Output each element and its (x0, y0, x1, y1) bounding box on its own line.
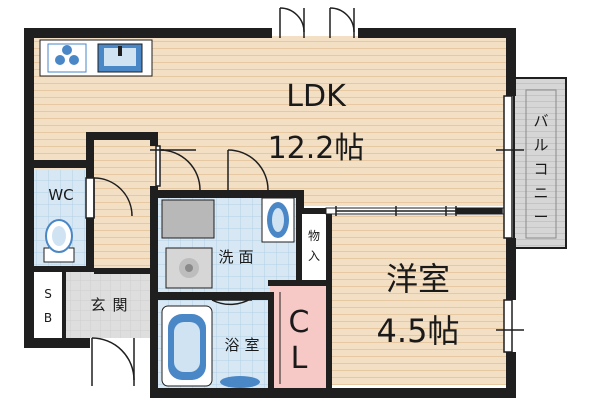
ldk-label: LDK (286, 79, 347, 114)
shoebox-char-2: B (44, 311, 52, 325)
balcony-char-5: ー (533, 208, 548, 226)
bath-char-1: 浴 (224, 336, 239, 354)
washroom-char-1: 洗 (218, 248, 233, 266)
shoebox-area (34, 272, 62, 338)
entrance-char-1: 玄 (90, 296, 105, 314)
wc-label: WC (48, 186, 73, 204)
entrance-floor (62, 272, 158, 338)
toilet (43, 219, 75, 263)
top-doors (279, 7, 355, 38)
closet-char-1: C (289, 305, 310, 340)
western-room-label: 洋室 (386, 260, 450, 298)
balcony-char-1: バ (533, 112, 548, 130)
closet-char-2: L (291, 341, 308, 376)
storage-area (300, 216, 328, 280)
appliance-space (161, 199, 215, 239)
storage-char-2: 入 (308, 249, 320, 263)
washing-machine-tray (165, 247, 213, 289)
balcony-char-3: コ (533, 160, 548, 178)
kitchen-counter (39, 39, 153, 77)
bath-char-2: 室 (244, 336, 259, 354)
entrance-char-2: 関 (112, 296, 127, 314)
western-room-floor (330, 215, 506, 385)
sliding-door (335, 206, 503, 216)
balcony-char-2: ル (533, 136, 548, 154)
storage-char-1: 物 (308, 229, 320, 243)
washroom-char-2: 面 (238, 248, 253, 266)
shoebox-char-1: S (44, 287, 52, 301)
bath-basin (220, 376, 260, 388)
door-swings (91, 149, 269, 386)
bathtub (161, 305, 213, 387)
washbasin (261, 197, 295, 243)
ldk-size: 12.2帖 (268, 131, 365, 166)
hall-floor (92, 200, 158, 272)
western-room-size: 4.5帖 (377, 312, 460, 350)
balcony-char-4: ニ (533, 184, 548, 202)
balcony (513, 77, 567, 249)
walls (24, 28, 516, 398)
